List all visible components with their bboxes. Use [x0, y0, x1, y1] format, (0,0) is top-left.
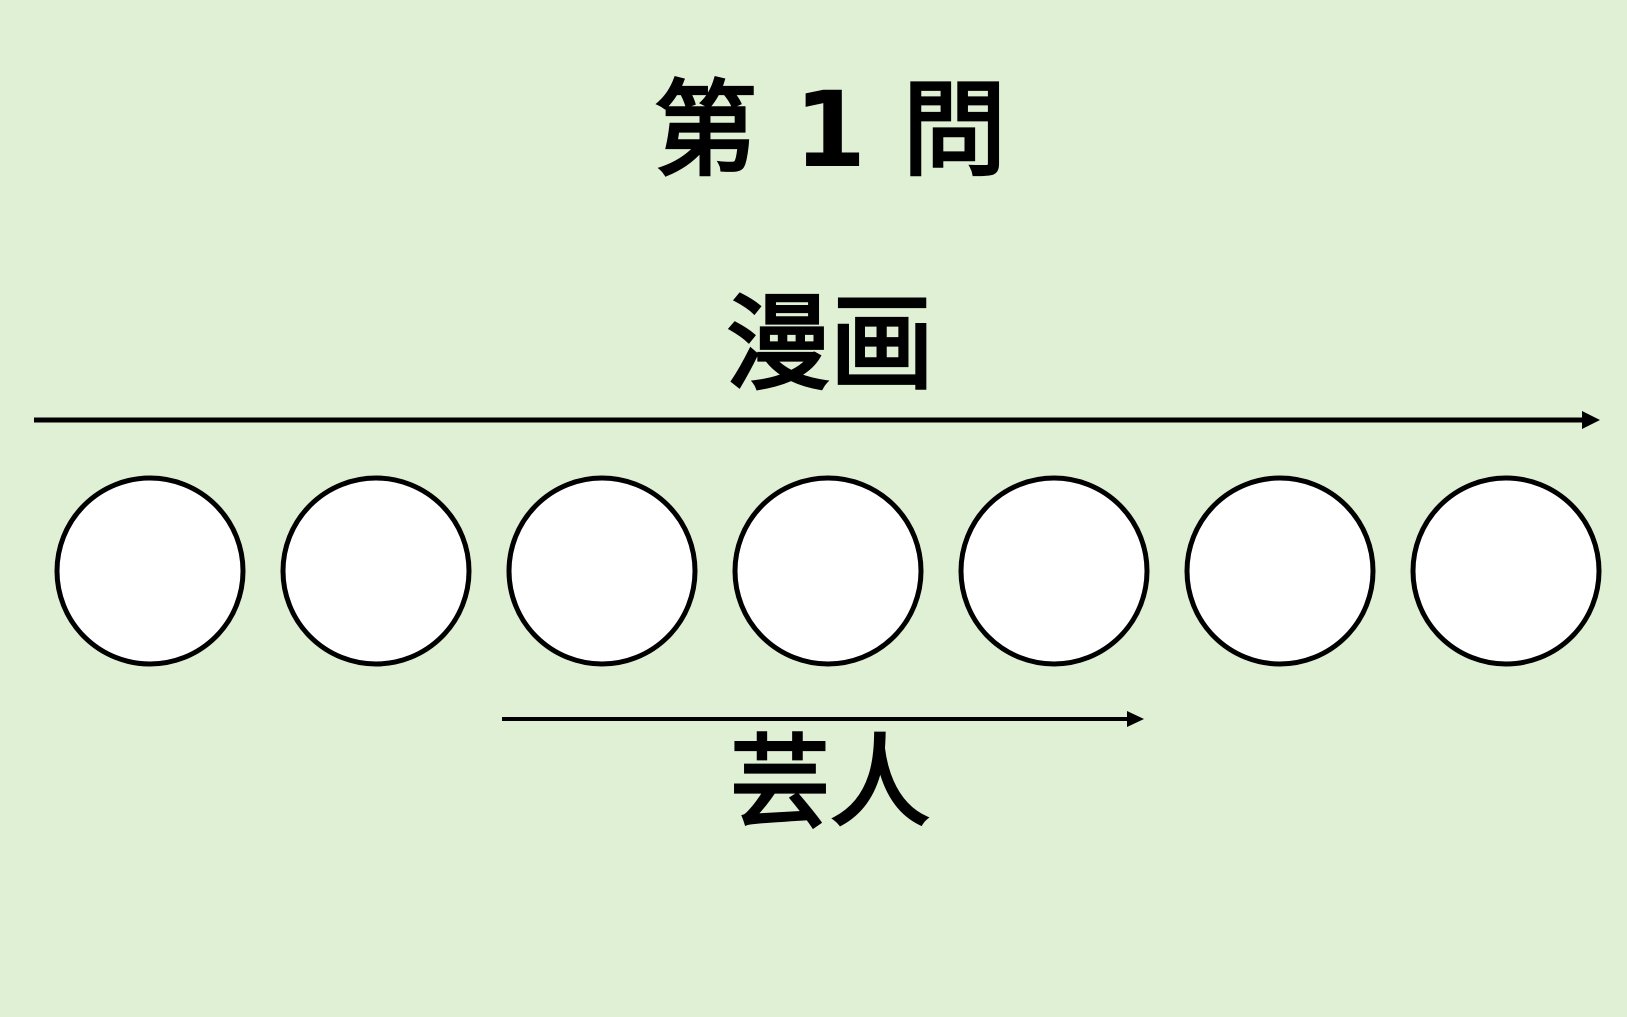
- top-arrow-label: 漫画: [725, 283, 934, 405]
- question-title: 第 1 問: [653, 69, 1007, 191]
- top-arrow: [34, 411, 1600, 429]
- blank-circle-7: [1410, 475, 1602, 667]
- blank-circle-1: [54, 475, 246, 667]
- blank-circle-2: [280, 475, 472, 667]
- blank-circle-5: [958, 475, 1150, 667]
- blank-circle-6: [1184, 475, 1376, 667]
- blank-circles: [54, 475, 1602, 667]
- blank-circle-4: [732, 475, 924, 667]
- blank-circle-3: [506, 475, 698, 667]
- bottom-arrow-label: 芸人: [730, 724, 930, 841]
- bottom-arrow: [502, 711, 1144, 727]
